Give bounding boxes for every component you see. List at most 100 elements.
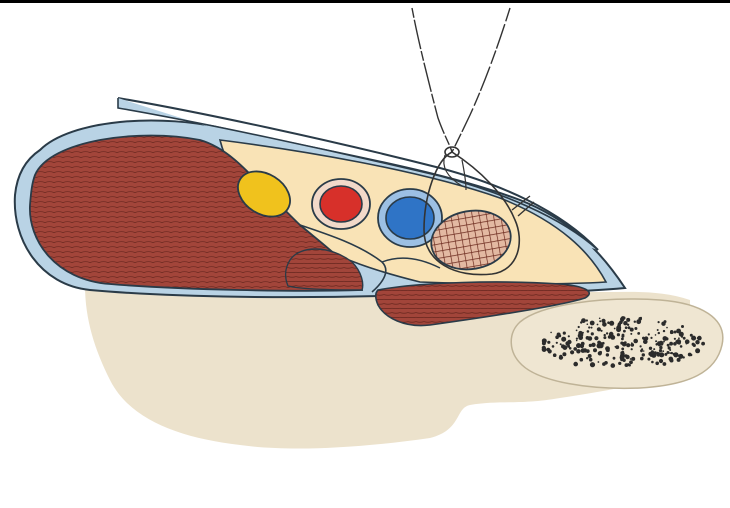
stipple-dot [576,330,578,332]
stipple-dot [634,321,636,323]
stipple-dot [620,355,625,360]
stipple-dot [576,338,578,340]
stipple-dot [637,332,640,335]
stipple-dot [611,363,616,368]
suture-thread-left [412,8,452,152]
stipple-dot [555,335,559,339]
stipple-dot [623,330,626,333]
stipple-dot [561,344,565,348]
stipple-dot [683,356,685,358]
stipple-dot [615,346,617,348]
stipple-dot [631,357,635,361]
stipple-dot [542,338,547,343]
stipple-dot [663,336,668,341]
stipple-dot [659,346,662,349]
stipple-dot [630,328,634,332]
stipple-dot [547,348,549,350]
stipple-dot [621,316,625,320]
stipple-dot [570,350,574,354]
stipple-dot [620,342,623,345]
stipple-dot [640,345,642,347]
stipple-dot [670,359,674,363]
stipple-dot [690,354,692,356]
stipple-dot [568,335,570,337]
stipple-dot [547,341,550,344]
stipple-dot [655,334,657,336]
stipple-dot [695,348,700,353]
stipple-dot [587,323,589,325]
stipple-dot [663,362,667,366]
stipple-dot [588,354,592,358]
stipple-dot [587,330,590,333]
stipple-dot [667,344,670,347]
stipple-dot [633,339,638,344]
stipple-dot [590,362,595,367]
stipple-dot [653,348,655,350]
stipple-dot [567,340,571,344]
stipple-dot [559,355,562,358]
stipple-dot [674,338,676,340]
stipple-dot [676,339,681,344]
stipple-dot [686,343,688,345]
stipple-dot [691,336,696,341]
stipple-dot [604,334,606,336]
stipple-dot [606,348,610,352]
stipple-dot [586,349,590,353]
stipple-dot [636,319,641,324]
stipple-dot [610,335,615,340]
stipple-dot [670,330,673,333]
stipple-dot [650,337,652,339]
stipple-dot [657,352,659,354]
stipple-dot [661,322,665,326]
stipple-dot [589,344,592,347]
stipple-dot [669,349,671,351]
stipple-dot [648,352,652,356]
stipple-dot [662,350,664,352]
stipple-dot [625,326,628,329]
stipple-dot [701,342,705,346]
stipple-dot [550,332,552,334]
artery-red [320,186,362,222]
stipple-dot [642,353,645,356]
stipple-dot [640,317,642,319]
stipple-dot [626,318,630,322]
stipple-dot [695,340,699,344]
stipple-dot [657,329,659,331]
stipple-dot [687,341,689,343]
stipple-dot [624,341,627,344]
stipple-dot [659,349,662,352]
stipple-dot [694,344,696,346]
stipple-dot [624,354,627,357]
stipple-dot [542,346,546,350]
stipple-dot [567,345,570,348]
stipple-dot [578,326,580,328]
stipple-dot [561,337,566,342]
stipple-dot [581,348,586,353]
stipple-dot [588,326,590,328]
stipple-dot [552,345,555,348]
stipple-dot [622,334,625,337]
stipple-dot [604,361,608,365]
stipple-dot [578,343,580,345]
stipple-dot [631,348,633,350]
stipple-dot [659,359,663,363]
stipple-dot [629,360,633,364]
suture-thread-right [452,8,510,152]
stipple-dot [631,342,633,344]
stipple-dot [621,338,624,341]
stipple-dot [590,321,595,326]
stipple-dot [683,337,686,340]
stipple-dot [648,333,650,335]
stipple-dot [673,352,678,357]
stipple-dot [655,362,659,366]
stipple-dot [576,340,578,342]
stipple-dot [658,344,661,347]
stipple-dot [681,325,684,328]
stipple-dot [618,362,620,364]
stipple-dot [643,350,645,352]
stipple-dot [588,336,593,341]
stipple-dot [655,340,657,342]
stipple-dot [618,322,621,325]
stipple-dot [621,348,624,351]
